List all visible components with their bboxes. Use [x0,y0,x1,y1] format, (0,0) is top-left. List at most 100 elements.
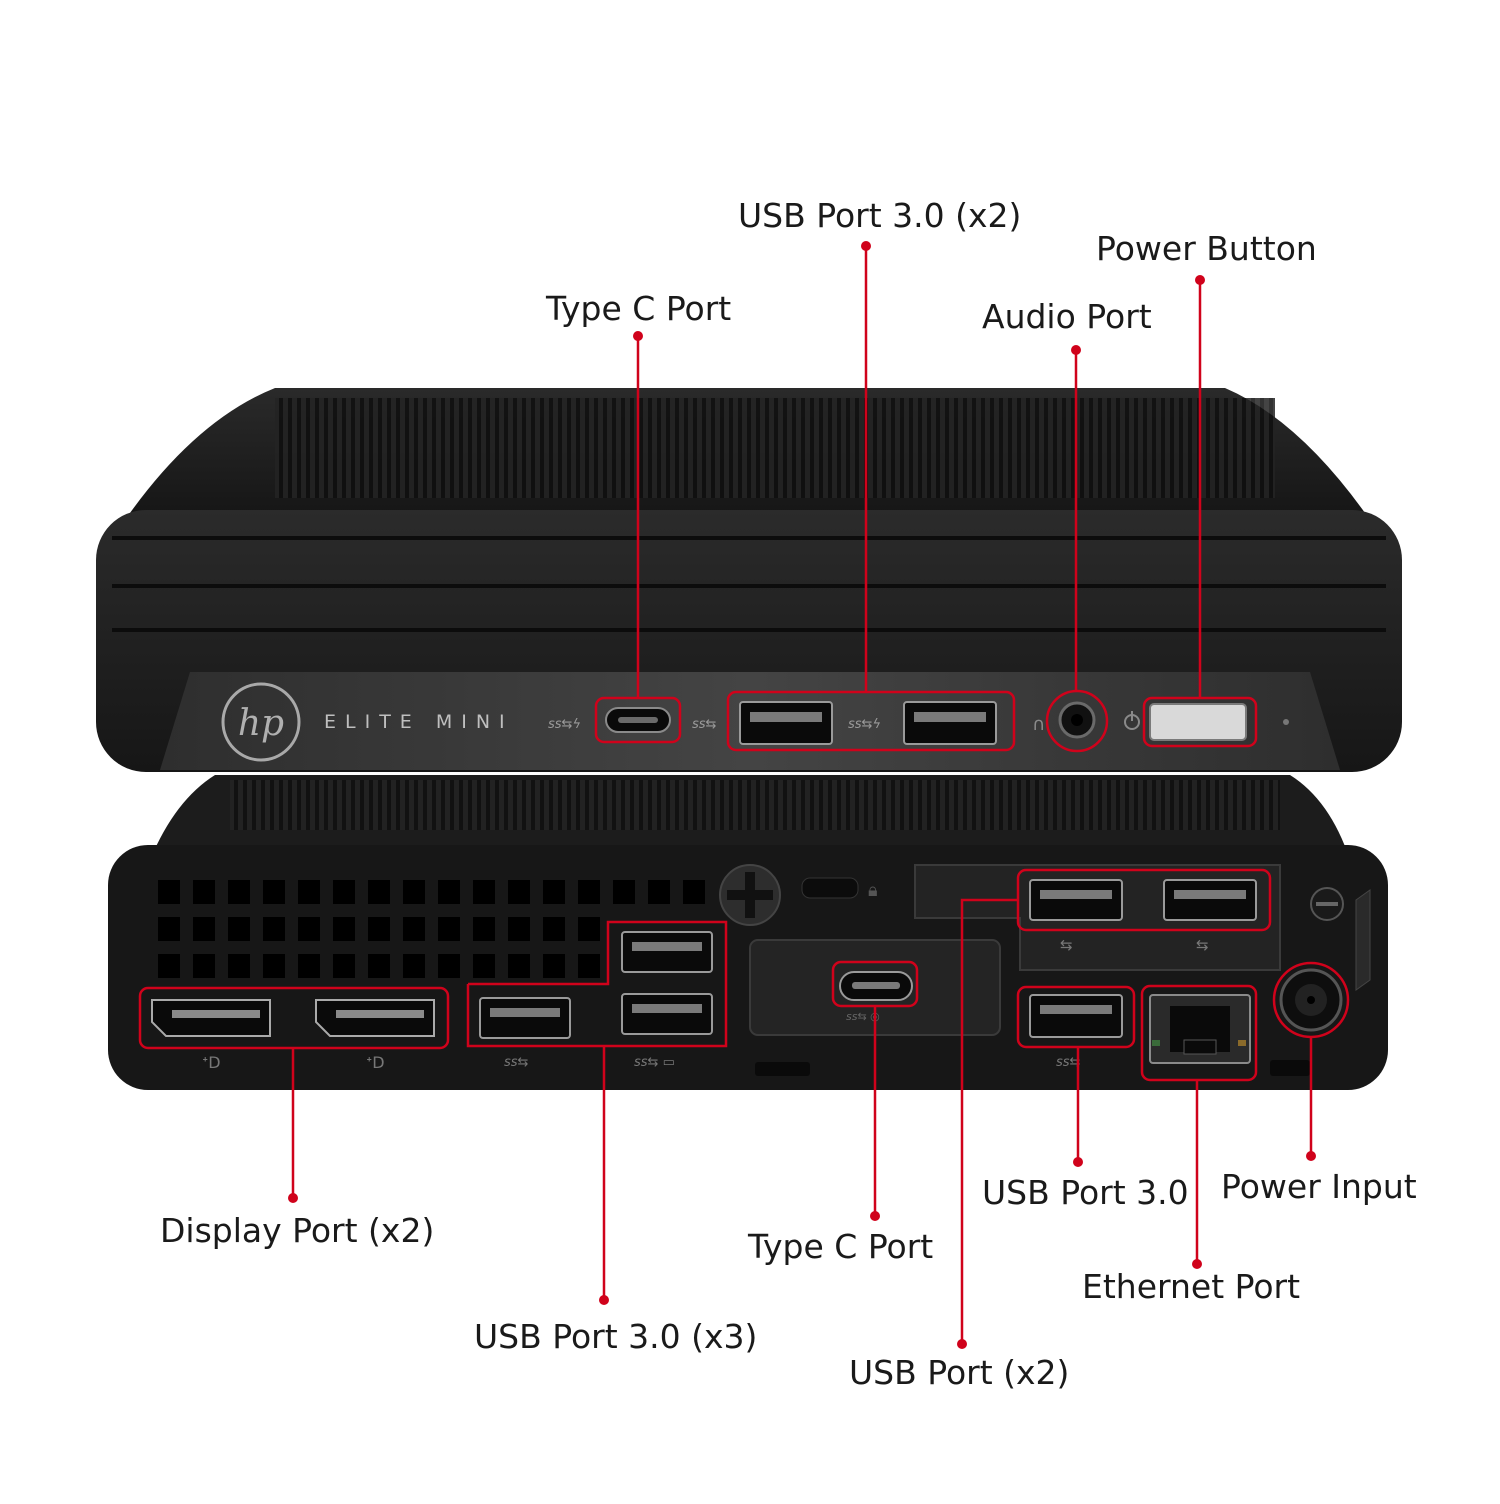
callout-label-usb3-rear-x3: USB Port 3.0 (x3) [474,1317,758,1356]
callout-label-type-c-rear: Type C Port [748,1227,934,1266]
svg-text:ss⇆: ss⇆ [692,717,717,732]
svg-text:hp: hp [238,703,284,744]
usb-c-port-icon [839,971,913,1001]
vent-hole [298,917,320,941]
callout-dot-type-c-rear [870,1211,880,1221]
callout-box-usb3-rear-x3 [466,920,728,1048]
callout-dot-ethernet [1192,1259,1202,1269]
usb-a-port-icon [1163,879,1257,921]
vent-hole [543,954,565,978]
svg-text:ss⇆ϟ: ss⇆ϟ [548,717,581,732]
vent-hole [543,917,565,941]
vent-grid [158,880,705,978]
usb-a-port-icon [903,701,997,745]
usb-a-port-icon [1029,994,1123,1038]
callout-dot-usb3-rear-x3 [599,1295,609,1305]
vent-hole [368,917,390,941]
vent-hole [333,954,355,978]
usb-c-port-icon [605,707,671,733]
vent-hole [473,954,495,978]
dc-power-jack-icon [1279,968,1343,1032]
callout-box-ethernet [1140,984,1258,1082]
vent-hole [368,880,390,904]
vent-hole [508,954,530,978]
usb-a-port-icon [479,997,571,1039]
svg-text:ss⇆ϟ: ss⇆ϟ [848,717,881,732]
callout-label-audio: Audio Port [982,297,1152,336]
callout-dot-power-button [1195,275,1205,285]
vent-hole [578,917,600,941]
callout-label-usb3-rear: USB Port 3.0 [982,1173,1189,1212]
svg-text:ss⇆: ss⇆ [1056,1055,1081,1070]
callout-dot-audio [1071,345,1081,355]
model-name: ELITE MINI [324,711,514,733]
vent-hole [228,880,250,904]
svg-text:ss⇆ ◎: ss⇆ ◎ [846,1010,880,1023]
ethernet-port-icon [1149,994,1251,1064]
callout-label-type-c-front: Type C Port [546,289,732,328]
vent-hole [263,954,285,978]
vent-hole [263,880,285,904]
callout-label-usb3-front: USB Port 3.0 (x2) [738,196,1022,235]
power-icon [1124,711,1140,730]
vent-hole [298,954,320,978]
vent-hole [438,880,460,904]
svg-text:ᐩD: ᐩD [366,1053,385,1072]
callout-line-usb-x2 [960,898,1018,1344]
svg-text:⇆: ⇆ [1060,936,1073,954]
callout-dot-usb-x2 [957,1339,967,1349]
vent-hole [508,917,530,941]
vent-hole [543,880,565,904]
power-led [1283,719,1289,725]
thumbscrew-icon [719,864,781,926]
vent-hole [648,880,670,904]
vent-hole [473,917,495,941]
security-slot [801,877,859,899]
usb-a-port-icon [621,993,713,1035]
callout-dot-usb3-front [861,241,871,251]
svg-text:⇆: ⇆ [1196,936,1209,954]
displayport-icon [315,999,435,1037]
callout-box-usb3-rear [1016,985,1136,1049]
vent-hole [158,954,180,978]
vent-hole [683,880,705,904]
callout-label-ethernet: Ethernet Port [1082,1267,1301,1306]
vent-hole [158,880,180,904]
usb-a-port-icon [1029,879,1123,921]
callout-label-displayport: Display Port (x2) [160,1211,435,1250]
callout-label-power-input: Power Input [1221,1167,1417,1206]
vent-hole [403,917,425,941]
callout-label-power-button: Power Button [1096,229,1317,268]
vent-hole [193,880,215,904]
callout-dot-displayport [288,1193,298,1203]
svg-text:ss⇆: ss⇆ [504,1055,529,1070]
callout-label-usb-x2: USB Port (x2) [849,1353,1070,1392]
vent-hole [298,880,320,904]
vent-hole [263,917,285,941]
displayport-icon [151,999,271,1037]
vent-hole [333,880,355,904]
audio-jack-icon [1058,701,1096,739]
hp-logo-icon: hp [221,682,301,762]
vent-hole [193,917,215,941]
vent-hole [578,880,600,904]
vent-hole [228,917,250,941]
callout-layer [138,241,1350,1349]
svg-text:∩: ∩ [1032,714,1045,735]
vent-hole [228,954,250,978]
usb-a-port-icon [739,701,833,745]
vent-hole [403,880,425,904]
front-unit: hp ss⇆ϟ ss⇆ ss⇆ϟ ∩ [96,388,1402,772]
vent-hole [473,880,495,904]
power-button[interactable] [1149,703,1247,741]
callout-dot-power-input [1306,1151,1316,1161]
vent-hole [333,917,355,941]
vent-hole [193,954,215,978]
vent-hole [368,954,390,978]
vent-hole [438,917,460,941]
vent-hole [578,954,600,978]
callout-dot-type-c-front [633,331,643,341]
vent-hole [403,954,425,978]
